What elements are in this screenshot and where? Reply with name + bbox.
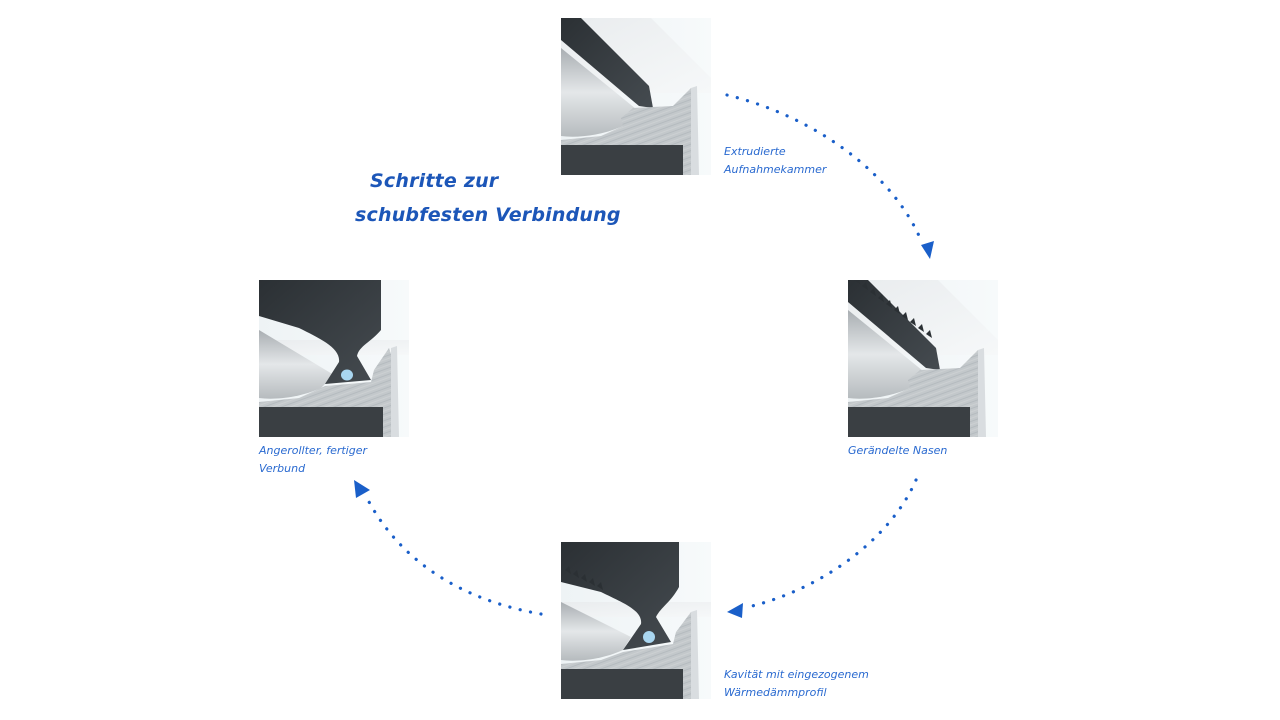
step-4-caption: Angerollter, fertiger Verbund: [259, 442, 367, 478]
step-1-caption-line-2: Aufnahmekammer: [724, 163, 827, 176]
step-4-image: [259, 280, 409, 437]
step-2-caption-line-1: Gerändelte Nasen: [848, 444, 948, 457]
diagram-title-line-1: Schritte zur: [370, 170, 499, 192]
arrowhead-to-step2: [921, 241, 934, 259]
step-3-caption-line-1: Kavität mit eingezogenem: [724, 668, 869, 681]
arrow-step2-to-step3: [746, 478, 918, 609]
step-2-caption: Gerändelte Nasen: [848, 442, 947, 460]
step-1-caption: Extrudierte Aufnahmekammer: [724, 143, 826, 179]
step-3-image: [561, 542, 711, 699]
step-3-caption-line-2: Wärmedämmprofil: [724, 686, 827, 699]
step-4-caption-line-2: Verbund: [259, 462, 306, 475]
step-1-image: [561, 18, 711, 175]
arrow-step3-to-step4: [366, 498, 543, 616]
step-1-caption-line-1: Extrudierte: [724, 145, 786, 158]
arrowhead-to-step4: [354, 480, 370, 498]
step-3-caption: Kavität mit eingezogenem Wärmedämmprofil: [724, 666, 869, 702]
step-2-image: [848, 280, 998, 437]
diagram-title-line-2: schubfesten Verbindung: [355, 204, 621, 226]
arrow-step1-to-step2: [725, 93, 922, 240]
arrowhead-to-step3: [727, 603, 743, 618]
step-4-caption-line-1: Angerollter, fertiger: [259, 444, 368, 457]
